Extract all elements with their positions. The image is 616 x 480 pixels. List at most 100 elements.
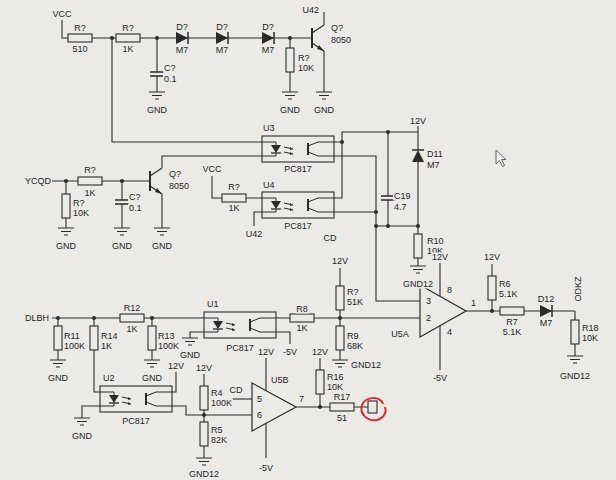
optocoupler-symbol: [100, 386, 172, 412]
part-label: PC817: [283, 222, 313, 231]
junction-dot: [338, 316, 342, 320]
red-circle-mark: [361, 398, 385, 420]
wire: [323, 12, 324, 92]
part-label: -5V: [258, 464, 274, 473]
part-label: 3: [425, 297, 432, 306]
part-label: R5: [210, 426, 224, 435]
part-label: GND12: [188, 470, 220, 479]
ground-symbol: [316, 92, 332, 99]
resistor-symbol: [336, 286, 344, 310]
resistor-symbol: [54, 326, 62, 350]
part-label: 2: [425, 314, 432, 323]
ground-symbol: [196, 458, 212, 465]
part-label: 12V: [409, 117, 427, 126]
ground-symbol: [154, 228, 170, 235]
junction-dot: [318, 405, 322, 409]
part-label: 1K: [83, 189, 96, 198]
part-label: YCQD: [24, 177, 52, 186]
terminal-symbol: [368, 401, 377, 413]
part-label: ODKZ: [574, 275, 583, 302]
transistor-symbol: [150, 168, 162, 194]
resistor-symbol: [200, 386, 208, 410]
part-label: GND: [55, 242, 77, 251]
part-label: 6: [256, 411, 263, 420]
wire: [112, 38, 262, 142]
part-label: GND: [47, 374, 69, 383]
part-label: GND: [179, 351, 201, 360]
ground-symbol: [410, 266, 426, 273]
part-label: 10K: [72, 209, 90, 218]
part-label: 12V: [167, 362, 185, 371]
resistor-symbol: [500, 307, 524, 315]
diode-symbol: [540, 305, 552, 317]
junction-dot: [120, 179, 124, 183]
part-label: GND: [151, 242, 173, 251]
resistor-symbol: [120, 314, 144, 322]
wire: [190, 332, 204, 338]
ground-symbol: [50, 360, 66, 367]
part-label: Q?: [330, 24, 344, 33]
ground-symbol: [144, 360, 160, 367]
wire: [162, 156, 262, 228]
part-label: 8050: [330, 36, 352, 45]
part-label: 100K: [210, 399, 233, 408]
resistor-symbol: [148, 326, 156, 350]
part-label: R?: [83, 166, 97, 175]
part-label: PC817: [283, 165, 313, 174]
part-label: GND12: [402, 280, 434, 289]
part-label: R11: [63, 332, 81, 341]
junction-dot: [386, 224, 390, 228]
part-label: 5.1K: [498, 290, 519, 299]
part-label: R?: [346, 288, 360, 297]
part-label: R8: [295, 305, 309, 314]
part-label: 10K: [297, 64, 315, 73]
part-label: U42: [245, 230, 264, 239]
part-label: U5A: [390, 330, 410, 339]
wire: [82, 406, 100, 418]
part-label: M7: [426, 161, 441, 170]
part-label: 12V: [483, 253, 501, 262]
junction-dot: [490, 309, 494, 313]
junction-dot: [288, 36, 292, 40]
wire: [172, 372, 252, 415]
part-label: 82K: [210, 436, 228, 445]
part-label: 1K: [121, 45, 134, 54]
part-label: 1K: [125, 325, 138, 334]
part-label: 10K: [581, 334, 599, 343]
part-label: U2: [102, 374, 116, 383]
part-label: 12V: [257, 348, 275, 357]
ground-symbol: [58, 228, 74, 235]
part-label: CD: [323, 234, 338, 243]
part-label: D12: [537, 295, 556, 304]
part-label: 8050: [168, 182, 190, 191]
wire: [466, 264, 575, 356]
part-label: R6: [498, 280, 512, 289]
part-label: D?: [215, 23, 229, 32]
transistor-symbol: [312, 25, 324, 51]
part-label: 1K: [100, 342, 113, 351]
part-label: C?: [128, 193, 142, 202]
junction-dot: [374, 210, 378, 214]
part-label: GND12: [559, 372, 591, 381]
part-label: R10: [426, 237, 445, 246]
part-label: R?: [227, 183, 241, 192]
part-label: 100K: [63, 342, 86, 351]
diode-symbol: [216, 32, 228, 44]
part-label: 0.1: [128, 204, 143, 213]
part-label: R?: [73, 24, 87, 33]
ground-symbol: [114, 228, 130, 235]
part-label: R17: [333, 393, 352, 402]
part-label: M7: [215, 46, 230, 55]
part-label: U1: [206, 300, 220, 309]
part-label: 5: [256, 395, 263, 404]
optocoupler-symbol: [262, 192, 334, 218]
part-label: M7: [261, 46, 276, 55]
part-label: 1K: [295, 324, 308, 333]
resistor-symbol: [200, 422, 208, 446]
part-label: 100K: [157, 342, 180, 351]
junction-dot: [92, 316, 96, 320]
junction-dot: [110, 36, 114, 40]
part-label: R4: [210, 389, 224, 398]
junction-dot: [155, 36, 159, 40]
part-label: 7: [298, 395, 305, 404]
